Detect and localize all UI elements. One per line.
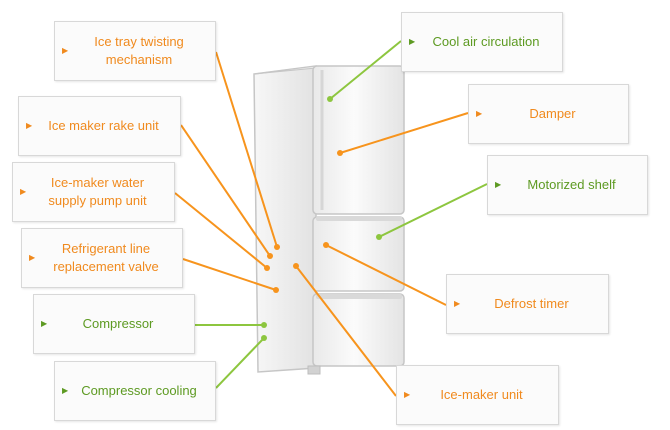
connector-dot-compressor-cooling — [261, 335, 267, 341]
connector-dot-ice-maker-unit — [293, 263, 299, 269]
connector-dot-compressor — [261, 322, 267, 328]
label-text: Damper — [529, 106, 576, 122]
connector-dot-refrigerant-line-replacement-valve — [273, 287, 279, 293]
connector-line-defrost-timer — [325, 244, 447, 306]
connector-dot-ice-maker-water-supply-pump-unit — [264, 265, 270, 271]
label-text: Compressor — [82, 316, 154, 332]
label-arrow-icon: ▶ — [20, 187, 27, 196]
connector-line-compressor-cooling — [215, 337, 265, 389]
connector-line-ice-maker-rake-unit — [180, 124, 271, 257]
label-cool-air-circulation: ▶ Cool air circulation — [401, 12, 563, 72]
connector-line-motorized-shelf — [378, 183, 488, 238]
connector-line-ice-maker-water-supply-pump-unit — [174, 192, 268, 269]
connector-dot-defrost-timer — [323, 242, 329, 248]
refrigerator-illustration — [253, 65, 405, 375]
connector-dot-ice-tray-twisting-mechanism — [274, 244, 280, 250]
connector-dot-cool-air-circulation — [327, 96, 333, 102]
label-text: Compressor cooling — [81, 383, 197, 399]
label-motorized-shelf: ▶ Motorized shelf — [487, 155, 648, 215]
label-text: Ice maker rake unit — [48, 118, 159, 134]
connector-line-cool-air-circulation — [329, 40, 402, 100]
label-arrow-icon: ▶ — [62, 386, 69, 395]
label-arrow-icon: ▶ — [454, 299, 461, 308]
connector-line-refrigerant-line-replacement-valve — [182, 258, 277, 291]
label-arrow-icon: ▶ — [29, 253, 36, 262]
label-arrow-icon: ▶ — [41, 319, 48, 328]
connector-dot-damper — [337, 150, 343, 156]
connector-line-ice-maker-unit — [295, 265, 397, 397]
label-arrow-icon: ▶ — [404, 390, 411, 399]
label-ice-maker-rake-unit: ▶ Ice maker rake unit — [18, 96, 181, 156]
label-text: Defrost timer — [494, 296, 569, 312]
connector-dot-ice-maker-rake-unit — [267, 253, 273, 259]
fridge-foot — [307, 365, 321, 375]
connector-dot-motorized-shelf — [376, 234, 382, 240]
fridge-bottom-handle — [316, 294, 402, 299]
label-arrow-icon: ▶ — [476, 109, 483, 118]
label-arrow-icon: ▶ — [495, 180, 502, 189]
connector-lines — [174, 40, 488, 397]
label-compressor-cooling: ▶ Compressor cooling — [54, 361, 216, 421]
connector-dots — [261, 96, 382, 341]
label-arrow-icon: ▶ — [26, 121, 33, 130]
connector-line-ice-tray-twisting-mechanism — [215, 51, 278, 248]
label-arrow-icon: ▶ — [409, 37, 416, 46]
connector-line-damper — [339, 112, 469, 154]
label-defrost-timer: ▶ Defrost timer — [446, 274, 609, 334]
label-arrow-icon: ▶ — [62, 46, 69, 55]
label-text: Ice-maker unit — [440, 387, 523, 403]
label-text: Motorized shelf — [527, 177, 616, 193]
label-damper: ▶ Damper — [468, 84, 629, 144]
fridge-middle-handle — [316, 216, 402, 221]
fridge-middle-drawer — [312, 216, 405, 292]
label-compressor: ▶ Compressor — [33, 294, 195, 354]
label-ice-maker-unit: ▶ Ice-maker unit — [396, 365, 559, 425]
fridge-main-door — [312, 65, 405, 215]
label-text: Cool air circulation — [432, 34, 540, 50]
